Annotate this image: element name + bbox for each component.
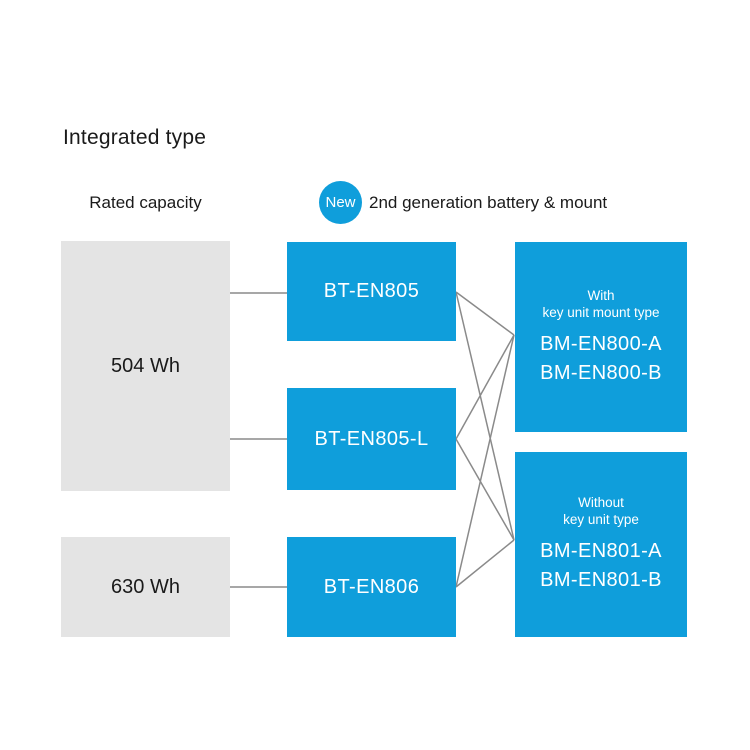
mount-box-bm-en801: Without key unit type BM-EN801-A BM-EN80… [515,452,687,637]
connector-en806-to-en800 [455,334,515,588]
capacity-column-header: Rated capacity [89,193,202,212]
mount-type-description: With key unit mount type [542,287,659,321]
mount-model: BM-EN801-B [540,569,662,591]
mount-model: BM-EN801-A [540,540,662,562]
connector-en805l-to-en801 [455,438,515,541]
new-badge: New [319,181,362,224]
capacity-label: 504 Wh [111,354,180,377]
connector-en805-to-en801 [455,291,515,541]
capacity-box-504wh: 504 Wh [61,241,230,491]
capacity-label: 630 Wh [111,575,180,598]
battery-box-bt-en806: BT-EN806 [287,537,456,637]
mount-model: BM-EN800-A [540,332,662,355]
battery-box-bt-en805: BT-EN805 [287,242,456,341]
mount-type-description: Without key unit type [563,494,639,528]
mount-model: BM-EN800-B [540,361,662,384]
mount-type-line1: With [587,287,615,303]
mount-type-line2: key unit mount type [542,304,660,320]
mount-model-list: BM-EN800-A BM-EN800-B [540,330,662,388]
connector-en805l-to-en800 [455,334,515,440]
battery-label: BT-EN805 [323,280,420,302]
battery-label: BT-EN806 [323,575,420,598]
connector-en805-to-en800 [455,291,515,336]
page-title: Integrated type [63,126,207,149]
battery-label: BT-EN805-L [314,427,429,450]
mount-model-list: BM-EN801-A BM-EN801-B [540,537,662,595]
generation-label: 2nd generation battery & mount [369,192,608,212]
mount-type-line2: key unit type [563,512,639,527]
generation-badge-row: New 2nd generation battery & mount [319,181,607,224]
capacity-box-630wh: 630 Wh [61,537,230,637]
mount-box-bm-en800: With key unit mount type BM-EN800-A BM-E… [515,242,687,432]
battery-box-bt-en805-l: BT-EN805-L [287,388,456,490]
connector-en806-to-en801 [455,539,515,588]
mount-type-line1: Without [578,495,624,510]
